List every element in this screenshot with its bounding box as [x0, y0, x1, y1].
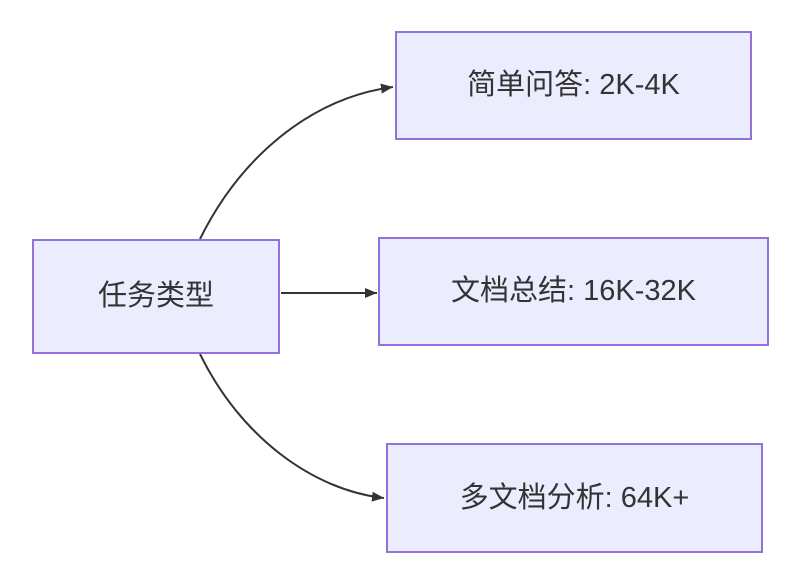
node-simple-qa: 简单问答: 2K-4K — [395, 31, 752, 140]
node-doc-summary: 文档总结: 16K-32K — [378, 237, 769, 346]
node-doc-summary-label: 文档总结: 16K-32K — [451, 275, 696, 308]
node-task-type-label: 任务类型 — [97, 280, 214, 313]
node-multi-doc-analysis-label: 多文档分析: 64K+ — [459, 481, 690, 514]
node-simple-qa-label: 简单问答: 2K-4K — [467, 69, 680, 102]
node-multi-doc-analysis: 多文档分析: 64K+ — [386, 443, 763, 553]
edge-root-to-qa — [199, 83, 394, 240]
node-task-type: 任务类型 — [32, 239, 280, 354]
edge-root-to-multi — [199, 353, 385, 502]
